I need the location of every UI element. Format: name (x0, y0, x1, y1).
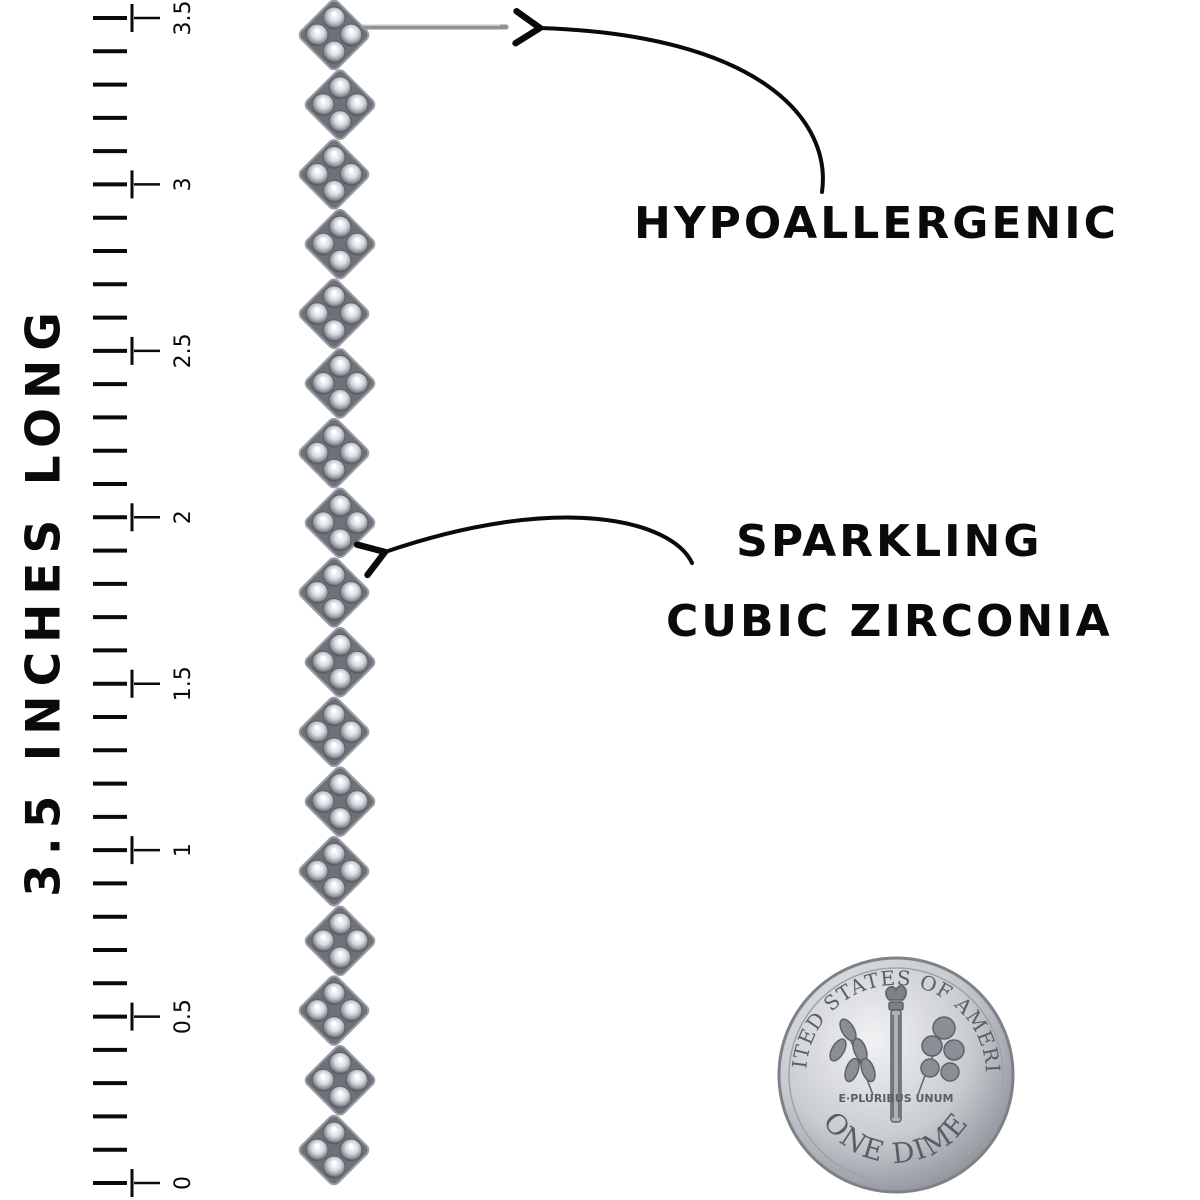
ruler-label: 0 (171, 1176, 196, 1190)
ruler-label: 1.5 (171, 666, 196, 701)
length-title: 3.5 INCHES LONG (16, 303, 72, 897)
cz-stone (304, 766, 376, 837)
cz-stone (298, 0, 370, 71)
cz-stone (304, 1045, 376, 1116)
olive-branch-icon (829, 1018, 876, 1096)
callout-hypoallergenic: HYPOALLERGENIC (634, 198, 1119, 249)
cz-stone (304, 208, 376, 280)
cz-stone (304, 487, 376, 559)
arrow-hypoallergenic (512, 8, 825, 194)
cz-stone (298, 1114, 370, 1186)
ruler-label: 3.5 (171, 1, 196, 36)
ruler-label: 1 (171, 843, 196, 857)
ruler-label: 3 (171, 177, 196, 191)
cz-stone (298, 557, 370, 628)
cz-stone (304, 348, 376, 419)
ruler-ticks (93, 4, 160, 1197)
oak-branch-icon (917, 1016, 965, 1096)
cz-stone (298, 278, 370, 350)
cz-stone (298, 836, 370, 907)
earring (298, 0, 509, 1186)
callout-sparkling: SPARKLING CUBIC ZIRCONIA (666, 502, 1113, 662)
cz-stone (298, 696, 370, 768)
callout-sparkling-line1: SPARKLING (736, 516, 1043, 567)
ruler-label: 0.5 (171, 999, 196, 1034)
cz-stone (304, 905, 376, 977)
ruler-labels: 0 0.5 1 1.5 2 2.5 3 3.5 (171, 1, 196, 1191)
cz-stone (298, 417, 370, 489)
callout-sparkling-line2: CUBIC ZIRCONIA (666, 596, 1113, 647)
cz-stone (298, 139, 370, 210)
ruler-label: 2 (171, 510, 196, 524)
cz-stone (298, 975, 370, 1046)
torch-icon (885, 985, 908, 1123)
cz-stone (304, 626, 376, 698)
coin-motto: E·PLURIBUS UNUM (839, 1092, 954, 1105)
arrow-sparkling (353, 515, 694, 579)
cz-stone (304, 69, 376, 140)
ruler-label: 2.5 (171, 333, 196, 368)
